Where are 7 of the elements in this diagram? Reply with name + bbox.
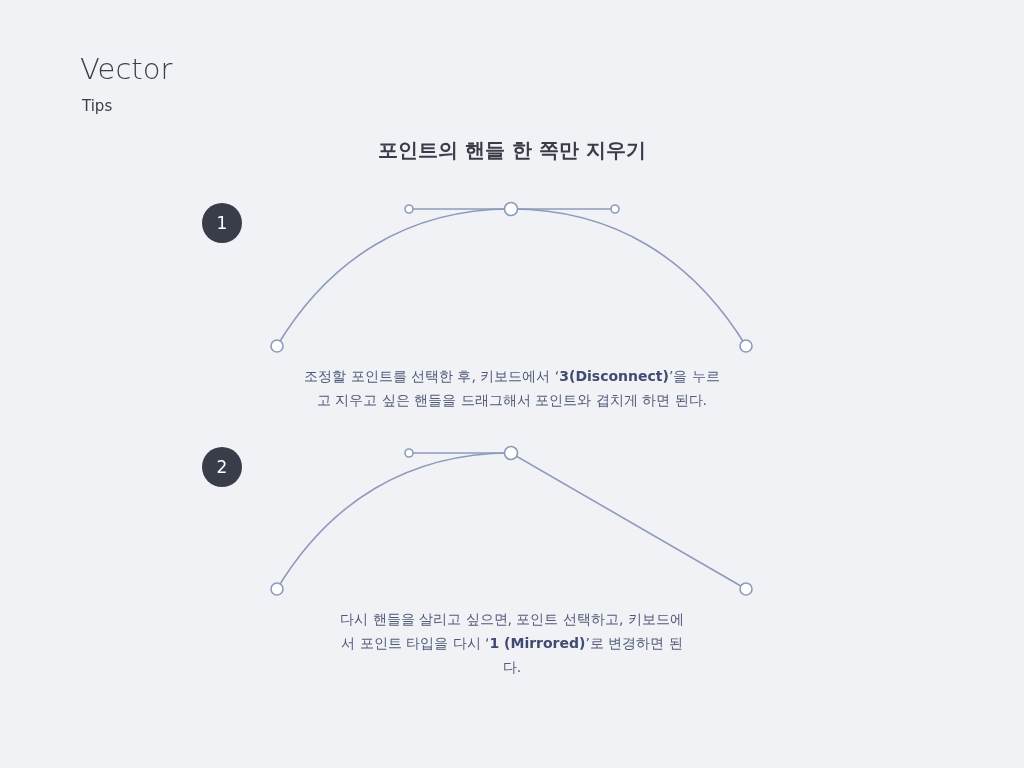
instruction-text: 조정할 포인트를 선택한 후, 키보드에서 ‘3(Disconnect)’을 누르고 지우고 싶은 핸들을 드래그해서 포인트와 겹치게 하면 된다. bbox=[303, 367, 721, 410]
page-subtitle: Tips bbox=[82, 97, 113, 115]
instruction-text: 다시 핸들을 살리고 싶으면, 포인트 선택하고, 키보드에서 포인트 타입을 다시 ‘1 (Mirrored)’로 변경하면 된다. bbox=[339, 610, 685, 677]
step-number-badge: 1 bbox=[202, 203, 242, 243]
step-number-badge: 2 bbox=[202, 447, 242, 487]
page-title: Vector bbox=[80, 52, 173, 86]
section-heading: 포인트의 핸들 한 쪽만 지우기 bbox=[377, 137, 647, 164]
